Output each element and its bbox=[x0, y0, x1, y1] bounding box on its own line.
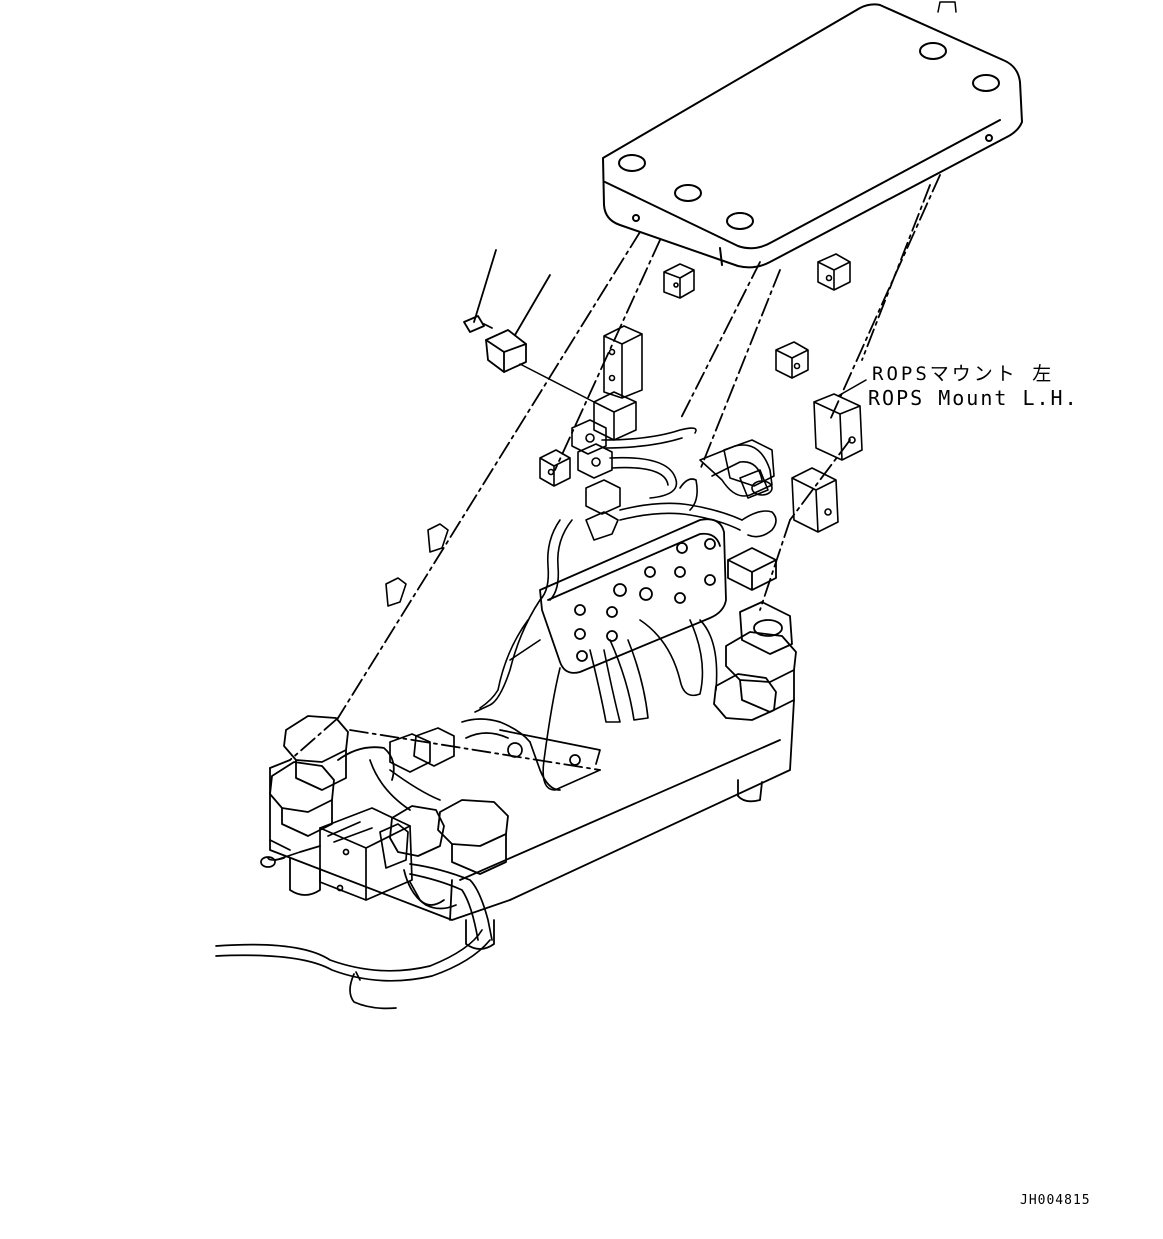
base-plate bbox=[269, 699, 795, 950]
bolts bbox=[269, 631, 797, 875]
base-lines bbox=[289, 717, 601, 771]
exploded-parts bbox=[463, 249, 595, 403]
lower-hoses bbox=[474, 599, 718, 791]
hose-assembly bbox=[539, 391, 777, 601]
column-body bbox=[337, 174, 941, 719]
valve-block bbox=[539, 518, 793, 674]
clip-blocks bbox=[385, 253, 863, 607]
top-flange-plate bbox=[602, 1, 1023, 269]
part-name-en: ROPS Mount L.H. bbox=[868, 386, 1079, 410]
drawing-code: JH004815 bbox=[1020, 1193, 1091, 1208]
label-leader bbox=[837, 379, 867, 397]
harness bbox=[215, 718, 601, 1010]
part-name-jp: ROPSマウント 左 bbox=[872, 363, 1055, 385]
